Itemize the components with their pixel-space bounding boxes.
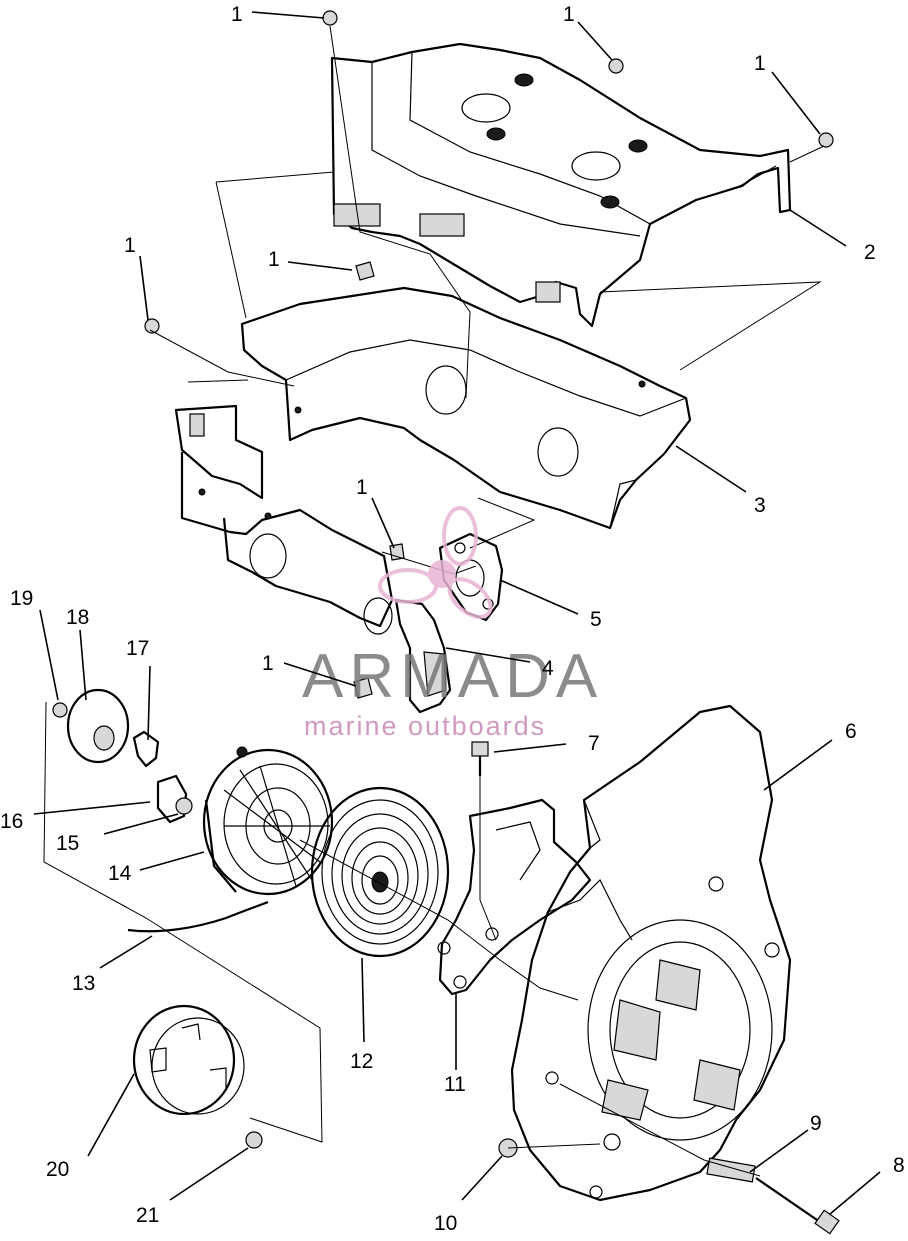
callout-3: 3 — [754, 494, 766, 517]
part-19-nut — [52, 702, 68, 718]
callout-1: 1 — [563, 3, 575, 26]
part-14-starter-pulley — [202, 746, 334, 896]
part-6-flywheel-cover — [510, 704, 792, 1202]
callout-19: 19 — [10, 587, 33, 610]
nut-1b — [608, 58, 624, 74]
callout-14: 14 — [108, 862, 132, 885]
watermark-title: ARMADA — [302, 642, 603, 711]
bolt-21 — [245, 1131, 263, 1149]
part-18-drive-plate — [66, 688, 130, 764]
part-20-starter-cup — [132, 1004, 245, 1116]
callout-4: 4 — [542, 657, 554, 680]
nut-1c — [818, 132, 834, 148]
bolt-1g — [353, 677, 373, 699]
callout-1: 1 — [356, 476, 368, 499]
leader-lines — [33, 11, 881, 1215]
armada-watermark: ARMADA marine outboards — [302, 506, 603, 741]
alignment-lines — [43, 25, 825, 1177]
callout-13: 13 — [72, 972, 95, 995]
callout-12: 12 — [350, 1050, 373, 1073]
bolt-8 — [755, 1177, 821, 1223]
callout-15: 15 — [56, 832, 79, 855]
callout-8: 8 — [893, 1154, 905, 1177]
part-4-bracket — [394, 598, 452, 714]
callout-17: 17 — [126, 637, 149, 660]
nut-1a — [322, 10, 338, 26]
bolt-1e — [355, 261, 375, 281]
callout-7: 7 — [588, 732, 600, 755]
callout-20: 20 — [46, 1158, 69, 1181]
nut-1d — [144, 318, 160, 334]
callout-16: 16 — [0, 810, 23, 833]
callout-2: 2 — [864, 241, 876, 264]
callout-10: 10 — [434, 1212, 457, 1235]
callout-1: 1 — [124, 234, 136, 257]
part-12-recoil-spring — [310, 786, 450, 958]
bolt-8-head — [814, 1209, 840, 1235]
part-15-16-17-pawl-assembly — [132, 730, 193, 824]
callout-18: 18 — [66, 606, 89, 629]
part-13-starter-rope — [127, 900, 269, 933]
callout-labels: 1 1 1 1 1 1 1 2 3 4 5 6 7 8 9 10 11 12 1… — [0, 3, 905, 1235]
fasteners — [144, 10, 840, 1235]
propeller-logo-icon — [378, 506, 493, 619]
callout-1: 1 — [262, 652, 274, 675]
clip-9 — [706, 1157, 756, 1183]
watermark-subtitle: marine outboards — [304, 711, 546, 741]
callout-5: 5 — [590, 608, 602, 631]
callout-11: 11 — [444, 1073, 466, 1096]
callout-1: 1 — [754, 52, 766, 75]
callout-1: 1 — [268, 248, 280, 271]
callout-6: 6 — [845, 720, 857, 743]
part-11-starter-bracket — [437, 798, 592, 996]
callout-1: 1 — [231, 3, 243, 26]
callout-21: 21 — [136, 1204, 159, 1227]
bolt-7 — [471, 741, 489, 757]
part-3-lower-bracket — [174, 286, 692, 635]
callout-9: 9 — [810, 1112, 822, 1135]
part-2-upper-shroud — [330, 42, 792, 328]
